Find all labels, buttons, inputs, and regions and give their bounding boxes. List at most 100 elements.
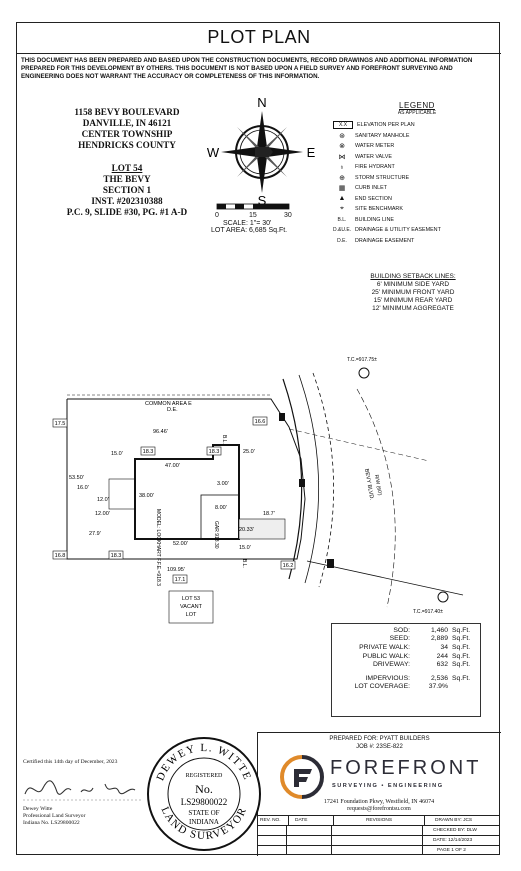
legend-row: ▦ CURB INLET bbox=[333, 183, 501, 194]
email-line: requests@forefrontsu.com bbox=[347, 806, 411, 812]
scale-block: 0 15 30 SCALE: 1"= 30' LOT AREA: 6,685 S… bbox=[209, 203, 329, 234]
end-section-icon: ▲ bbox=[338, 195, 346, 203]
area-value: 2,536 bbox=[430, 674, 448, 682]
dimension-label: 96.46' bbox=[153, 429, 168, 435]
area-label: PUBLIC WALK: bbox=[362, 652, 410, 660]
lot-line: P.C. 9, SLIDE #30, PG. #1 A-D bbox=[66, 207, 188, 217]
storm-structure-icon bbox=[358, 367, 370, 379]
top-of-curb-label: T.C.=917.75± bbox=[347, 357, 377, 363]
elevation-box: 18.3 bbox=[111, 553, 122, 559]
compass-label-s: S bbox=[258, 193, 267, 207]
setback-line: 6' MINIMUM SIDE YARD bbox=[376, 281, 450, 288]
title-divider bbox=[17, 53, 501, 54]
rev-header: REV. NO. bbox=[258, 816, 289, 825]
site-benchmark-icon: ⌖ bbox=[340, 205, 344, 213]
lot-53-label: VACANT bbox=[180, 604, 203, 610]
lot-line: SECTION 1 bbox=[102, 185, 152, 195]
area-value: 34 bbox=[440, 643, 448, 651]
road-name-label: BEVY BLVD. bbox=[363, 468, 374, 501]
garage-label: GAR 918.30 bbox=[213, 521, 219, 549]
client-name: PREPARED FOR: PYATT BUILDERS bbox=[329, 736, 430, 742]
elevation-box: 16.2 bbox=[283, 563, 294, 569]
address-line: 17241 Foundation Pkwy, Westfield, IN 460… bbox=[323, 799, 435, 805]
forefront-emblem-icon bbox=[280, 755, 324, 799]
revision-table: REV. NO. DATE REVISIONS DRAWN BY: JCS CH… bbox=[258, 815, 500, 855]
certification-line: Certified this 14th day of December, 202… bbox=[23, 759, 118, 765]
surveyor-license: Indiana No. LS29800022 bbox=[23, 820, 80, 826]
drawing-date: DATE: 12/14/2023 bbox=[433, 838, 473, 843]
address-line: CENTER TOWNSHIP bbox=[81, 129, 173, 139]
legend-label: WATER METER bbox=[355, 143, 395, 150]
compass-label-w: W bbox=[207, 145, 220, 160]
area-label: SEED: bbox=[389, 635, 410, 643]
legend-label: CURB INLET bbox=[355, 185, 388, 192]
forefront-logo: FOREFRONT SURVEYING • ENGINEERING bbox=[280, 755, 490, 799]
easement-label: D.E. bbox=[167, 407, 178, 413]
revision-header-row: REV. NO. DATE REVISIONS DRAWN BY: JCS bbox=[258, 816, 500, 826]
surveyor-role: Professional Land Surveyor bbox=[23, 813, 86, 819]
revision-row: PAGE 1 OF 2 bbox=[258, 846, 500, 855]
legend-label: END SECTION bbox=[355, 195, 392, 202]
drawn-by: DRAWN BY: JCS bbox=[435, 818, 473, 823]
lot-line: LOT 54 bbox=[111, 163, 143, 173]
legend-row: ♁FIRE HYDRANT bbox=[333, 162, 501, 173]
area-row: PUBLIC WALK: 244 Sq.Ft. bbox=[336, 652, 476, 661]
area-unit: Sq.Ft. bbox=[452, 661, 471, 669]
area-row: SEED: 2,889 Sq.Ft. bbox=[336, 635, 476, 644]
legend-row: ▲ END SECTION bbox=[333, 194, 501, 205]
legend-label: DRAINAGE & UTILITY EASEMENT bbox=[355, 227, 441, 234]
coverage-row: LOT COVERAGE:37.9% bbox=[336, 683, 476, 692]
scale-tick: 15 bbox=[249, 212, 257, 219]
dimension-label: 109.95' bbox=[167, 567, 185, 573]
area-unit: Sq.Ft. bbox=[452, 626, 471, 634]
compass-south-point bbox=[257, 152, 267, 193]
scale-label: SCALE: 1"= 30' bbox=[223, 220, 272, 227]
surveyor-signature bbox=[23, 780, 143, 801]
title-block: PREPARED FOR: PYATT BUILDERS JOB #: 23SE… bbox=[257, 732, 501, 856]
curb-inlet-icon: ▦ bbox=[338, 185, 346, 193]
address-line: 1158 BEVY BOULEVARD bbox=[74, 107, 180, 117]
dimension-label: 27.9' bbox=[89, 531, 101, 537]
dimension-label: 8.00' bbox=[215, 505, 227, 511]
legend-label: FIRE HYDRANT bbox=[355, 164, 395, 171]
checked-by: CHECKED BY: DLW bbox=[433, 828, 477, 833]
legend-abbr: D.E. bbox=[337, 237, 347, 244]
lot-line: INST. #202310388 bbox=[91, 196, 163, 206]
compass-nw-point bbox=[237, 127, 262, 152]
garage-outline bbox=[200, 494, 240, 540]
setback-line: 15' MINIMUM REAR YARD bbox=[373, 297, 453, 304]
legend-abbr: B.L. bbox=[337, 216, 347, 223]
patio bbox=[108, 478, 136, 510]
driveway bbox=[238, 518, 286, 540]
sidewalk-edge bbox=[298, 374, 320, 584]
legend-row: D.E.DRAINAGE EASEMENT bbox=[333, 236, 501, 247]
revision-row: DATE: 12/14/2023 bbox=[258, 836, 500, 846]
address-line: DANVILLE, IN 46121 bbox=[82, 118, 172, 128]
elevation-box: 17.1 bbox=[175, 577, 186, 583]
company-address: 17241 Foundation Pkwy, Westfield, IN 460… bbox=[258, 799, 500, 813]
area-value: 632 bbox=[436, 661, 448, 669]
certification-block: Certified this 14th day of December, 202… bbox=[23, 759, 153, 827]
surveyor-seal: DEWEY L. WITTE LAND SURVEYOR REGISTERED … bbox=[147, 737, 261, 851]
scale-bar bbox=[216, 203, 290, 210]
area-value: 244 bbox=[436, 652, 448, 660]
area-value: 1,460 bbox=[430, 626, 448, 634]
area-unit: Sq.Ft. bbox=[452, 652, 471, 660]
lot-info: LOT 54 THE BEVY SECTION 1 INST. #2023103… bbox=[27, 163, 227, 218]
legend-label: STORM STRUCTURE bbox=[355, 174, 410, 181]
company-name: FOREFRONT bbox=[330, 757, 482, 779]
top-of-curb-label: T.C.=917.40± bbox=[413, 609, 443, 615]
revision-row: CHECKED BY: DLW bbox=[258, 826, 500, 836]
compass-west-point bbox=[221, 147, 262, 157]
dimension-label: 38.00' bbox=[139, 493, 154, 499]
dimension-label: 15.0' bbox=[239, 545, 251, 551]
area-value: 2,889 bbox=[430, 635, 448, 643]
dimension-label: 12.0' bbox=[97, 497, 109, 503]
area-unit: Sq.Ft. bbox=[452, 635, 471, 643]
elevation-box: 16.8 bbox=[55, 553, 66, 559]
building-line-label: B.L. bbox=[241, 559, 247, 568]
compass-logo-mark bbox=[255, 147, 273, 157]
